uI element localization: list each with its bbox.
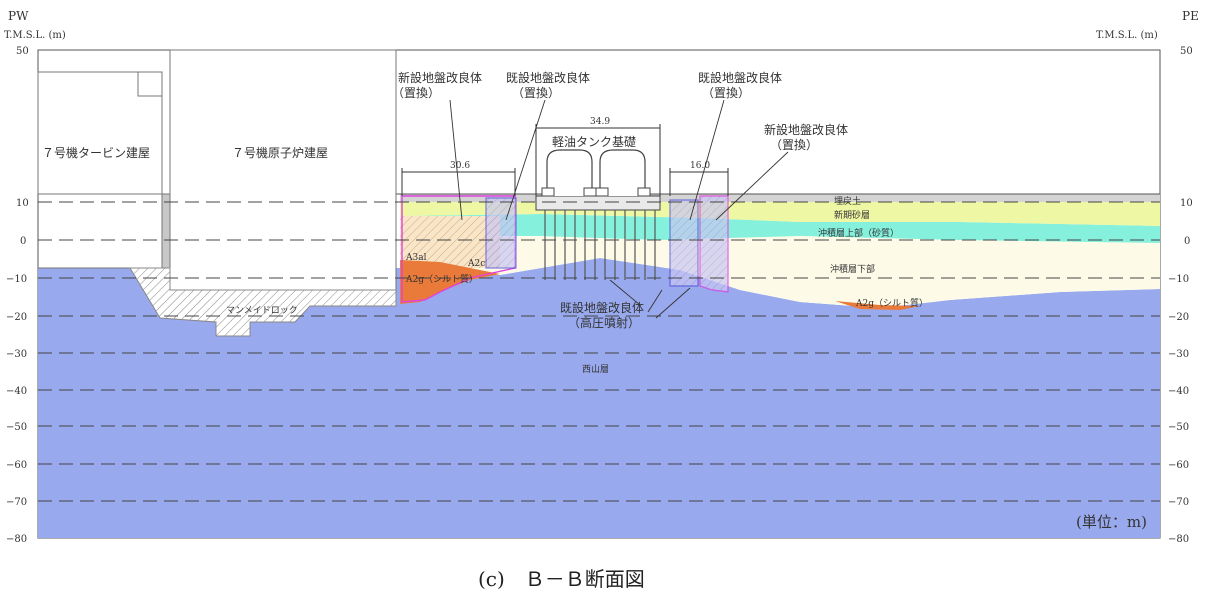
a2g-lens-right xyxy=(835,301,920,310)
callout-exist-left-line1: 既設地盤改良体 xyxy=(506,70,590,85)
tick-label: −10 xyxy=(1168,274,1189,285)
callout-jet-line1: 既設地盤改良体 xyxy=(560,300,644,315)
tick-label: −40 xyxy=(6,386,27,397)
tick-label: −10 xyxy=(6,274,27,285)
layer-a2g-left-label: A2g（シルト質） xyxy=(405,273,478,285)
tick-label: −40 xyxy=(1168,386,1189,397)
tick-label: 0 xyxy=(20,236,26,247)
left-side-label: PW xyxy=(8,9,29,23)
layer-nishiyama-label: 西山層 xyxy=(582,364,609,375)
improvement-existing-right xyxy=(669,199,699,287)
tick-label: −60 xyxy=(1168,460,1189,471)
layer-new-sand-label: 新期砂層 xyxy=(834,209,870,221)
dimension-d3: 16.0 xyxy=(690,161,710,171)
callout-jet-line2: （高圧噴射） xyxy=(568,315,640,330)
left-unit-label: T.M.S.L. (m) xyxy=(4,30,66,41)
tick-label: −30 xyxy=(1168,349,1189,360)
elevation-gridlines xyxy=(38,201,1160,502)
unit-note: (単位：m) xyxy=(1076,513,1147,531)
improvement-new-right xyxy=(699,195,729,293)
callout-exist-right-line2: （置換） xyxy=(702,86,750,100)
tank-foundation-label: 軽油タンク基礎 xyxy=(552,135,636,149)
tick-label: 10 xyxy=(1180,198,1193,209)
fill-soil-layer xyxy=(400,194,1160,202)
tick-label: −50 xyxy=(6,422,27,433)
turbine-building-label: ７号機タービン建屋 xyxy=(42,145,150,160)
nishiyama-layer xyxy=(38,258,1160,538)
reactor-building xyxy=(169,49,397,291)
left-axis: 50 10 0 −10 −20 −30 −40 −50 −60 −70 −80 xyxy=(6,46,29,545)
tick-label: −30 xyxy=(6,349,27,360)
tick-label: −20 xyxy=(1168,312,1189,323)
callout-new-left-line2: （置換） xyxy=(392,86,440,100)
tick-label: 10 xyxy=(16,198,29,209)
man-made-rock xyxy=(129,267,397,337)
callout-new-right-line2: （置換） xyxy=(770,138,818,152)
dimension-d1: 30.6 xyxy=(450,161,470,171)
tick-label: −20 xyxy=(6,312,27,323)
tick-label: −50 xyxy=(1168,422,1189,433)
callout-exist-right-line1: 既設地盤改良体 xyxy=(698,70,782,85)
layer-fill-label: 埋戻土 xyxy=(834,195,861,207)
layer-a3al-label: A3al xyxy=(405,253,427,263)
a2g-lens-left xyxy=(400,260,500,304)
figure-caption: (c) Ｂ－Ｂ断面図 xyxy=(478,567,645,591)
a3al-area xyxy=(400,216,500,268)
tick-label: −70 xyxy=(6,497,27,508)
improvement-existing-left xyxy=(485,197,517,269)
dimension-lines xyxy=(401,124,729,196)
reactor-building-label: ７号機原子炉建屋 xyxy=(232,145,328,160)
layer-upper-alluvium-label: 沖積層上部（砂質） xyxy=(818,227,899,239)
tick-label: −60 xyxy=(6,460,27,471)
lower-alluvium-layer xyxy=(660,236,1160,308)
leader-lines xyxy=(449,99,789,319)
tick-label: 50 xyxy=(1180,46,1193,57)
callout-new-right-line1: 新設地盤改良体 xyxy=(764,122,848,137)
layer-mmr-label: マンメイドロック xyxy=(226,305,298,316)
right-unit-label: T.M.S.L. (m) xyxy=(1096,30,1158,41)
tick-label: 50 xyxy=(16,46,29,57)
tick-label: 0 xyxy=(1184,236,1190,247)
dimension-d2: 34.9 xyxy=(590,117,610,127)
tick-label: −80 xyxy=(6,534,27,545)
right-side-label: PE xyxy=(1182,9,1199,23)
tick-label: −80 xyxy=(1168,534,1189,545)
layer-a2g-right-label: A2g（シルト質） xyxy=(855,297,928,309)
right-axis: 50 10 0 −10 −20 −30 −40 −50 −60 −70 −80 xyxy=(1168,46,1193,545)
tank-foundation xyxy=(535,149,661,280)
layer-lower-alluvium-label: 沖積層下部 xyxy=(830,263,875,275)
callout-exist-left-line2: （置換） xyxy=(512,86,560,100)
layer-a2c-label: A2c xyxy=(467,259,485,269)
callout-new-left-line1: 新設地盤改良体 xyxy=(398,70,482,85)
tick-label: −70 xyxy=(1168,497,1189,508)
turbine-building xyxy=(37,71,171,291)
